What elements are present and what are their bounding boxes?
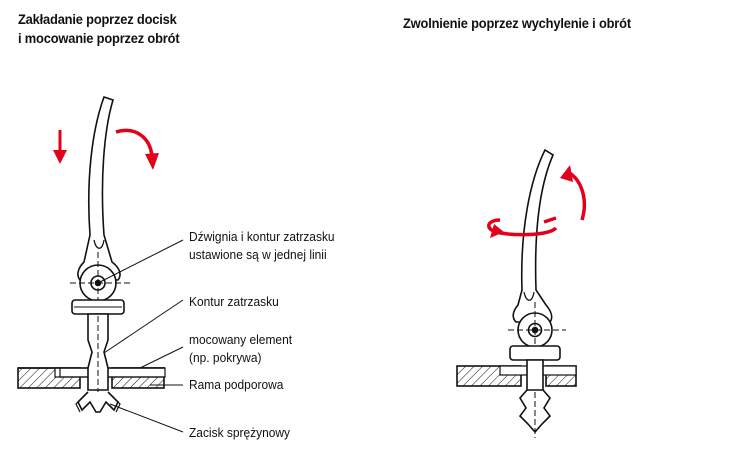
- tilt-arrow-icon: [560, 165, 587, 221]
- right-spring-clamp: [518, 389, 552, 434]
- right-collar: [509, 345, 561, 361]
- left-cover-outline: [59, 368, 165, 378]
- callout-spring-clamp: Zacisk sprężynowy: [189, 425, 291, 440]
- callout-element-line1: mocowany element: [189, 332, 293, 347]
- turn-around-axis-arrow-icon: [487, 216, 558, 238]
- right-heading: Zwolnienie poprzez wychylenie i obrót: [403, 15, 631, 31]
- callout-lever-line1: Dźwignia i kontur zatrzasku: [189, 229, 335, 244]
- rotate-clockwise-arrow-icon: [115, 128, 159, 170]
- right-shaft: [526, 359, 544, 391]
- left-assembly: [17, 95, 166, 413]
- left-heading-line1: Zakładanie poprzez docisk: [18, 11, 177, 27]
- callout-lever-alignment: Dźwignia i kontur zatrzasku ustawione są…: [189, 228, 335, 264]
- left-heading-line2: i mocowanie poprzez obrót: [18, 30, 180, 46]
- callout-lever-line2: ustawione są w jednej linii: [189, 247, 327, 262]
- down-arrow-icon: [53, 130, 67, 164]
- callout-fastened-element: mocowany element (np. pokrywa): [189, 331, 292, 367]
- callout-element-line2: (np. pokrywa): [189, 350, 262, 365]
- left-lever: [77, 95, 121, 281]
- left-spring-clamp: [77, 391, 119, 413]
- right-assembly: [456, 148, 577, 438]
- right-frame-plate: [456, 365, 577, 387]
- callout-latch-contour: Kontur zatrzasku: [189, 294, 279, 309]
- left-heading: Zakładanie poprzez docisk i mocowanie po…: [18, 10, 180, 48]
- callout-support-frame: Rama podporowa: [189, 377, 284, 392]
- left-leader-lines: [97, 239, 184, 433]
